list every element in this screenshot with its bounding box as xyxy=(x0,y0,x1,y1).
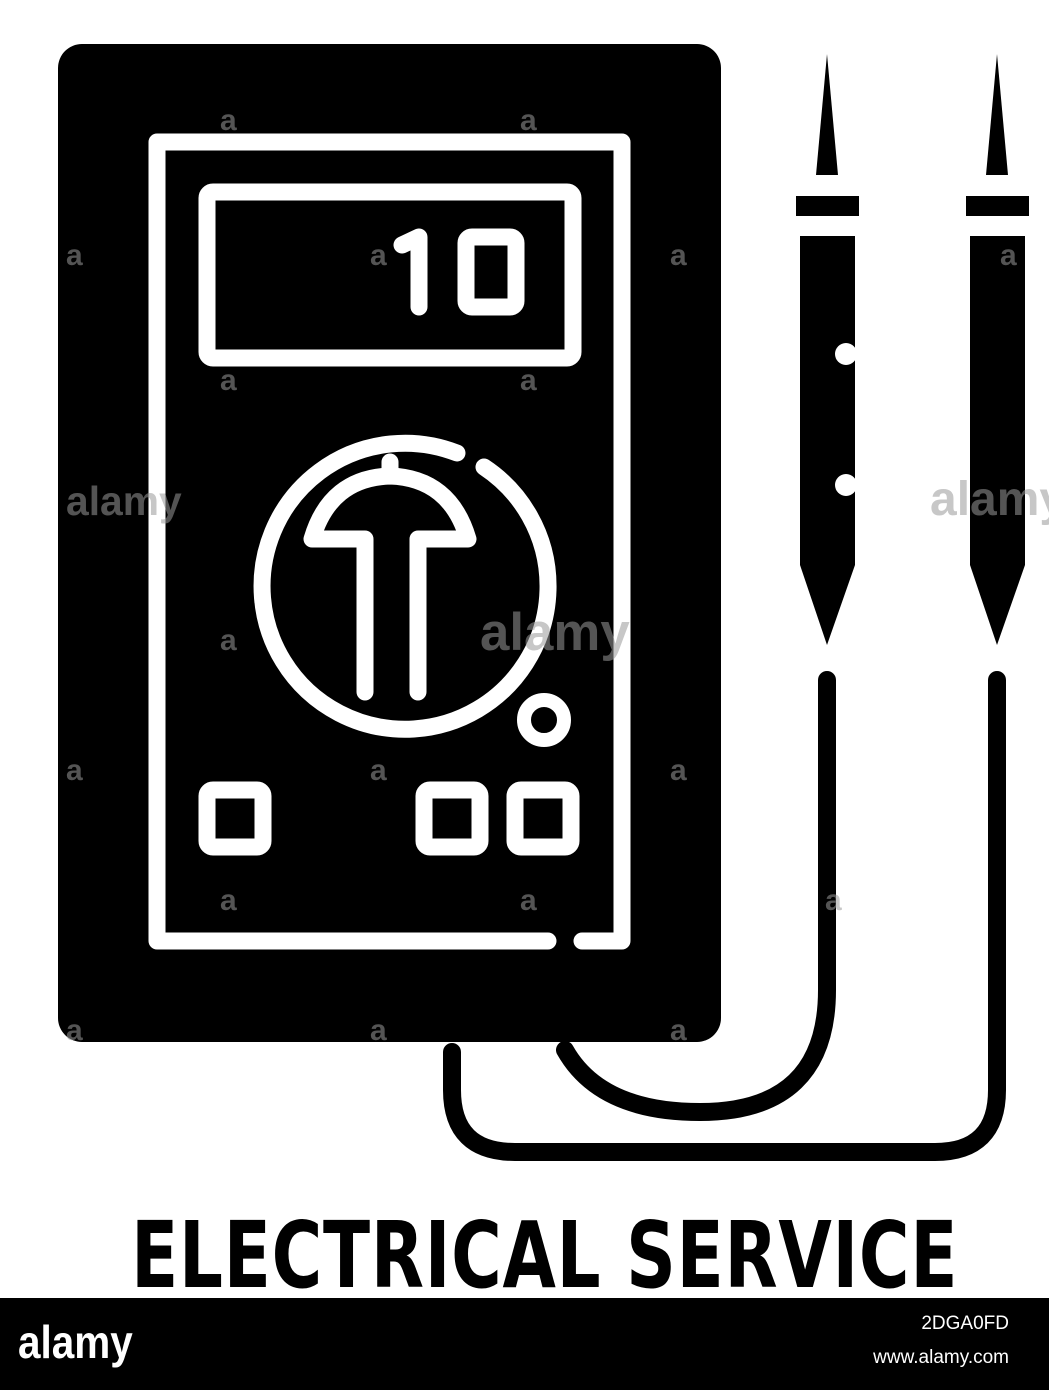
button-square-middle xyxy=(415,781,489,856)
watermark-layer: alamyalamyalamyalamyaaaaaaaaaaaaaaaaaa xyxy=(66,104,1049,1047)
footer-image-id: 2DGA0FD xyxy=(921,1313,1009,1334)
watermark-text: alamy xyxy=(66,478,182,524)
footer-url: www.alamy.com xyxy=(873,1347,1009,1368)
watermark-letter: a xyxy=(370,239,387,272)
meter-face-outline xyxy=(148,133,631,950)
probe-cable-left xyxy=(556,671,836,1122)
watermark-letter: a xyxy=(520,104,537,137)
probe-right xyxy=(966,54,1029,645)
jack-circle xyxy=(517,693,571,747)
watermark-letter: a xyxy=(520,884,537,917)
watermark-letter: a xyxy=(670,1014,687,1047)
watermark-letter: a xyxy=(66,1014,83,1047)
display-window xyxy=(198,183,582,367)
watermark-letter: a xyxy=(370,1014,387,1047)
display-digit-one xyxy=(393,228,428,316)
button-square-left xyxy=(198,781,272,856)
display-digit-zero xyxy=(457,228,525,316)
watermark-letter: a xyxy=(670,239,687,272)
watermark-text: alamy xyxy=(930,473,1049,526)
button-square-right xyxy=(506,781,580,856)
watermark-letter: a xyxy=(520,364,537,397)
probe-left xyxy=(796,54,859,645)
multimeter-icon: alamyalamyalamyalamyaaaaaaaaaaaaaaaaaa xyxy=(58,44,1049,1161)
watermark-letter: a xyxy=(220,104,237,137)
watermark-letter: a xyxy=(1000,239,1017,272)
watermark-letter: a xyxy=(66,239,83,272)
watermark-letter: a xyxy=(66,754,83,787)
watermark-letter: a xyxy=(220,624,237,657)
caption-title: ELECTRICAL SERVICE xyxy=(131,1202,959,1309)
watermark-letter: a xyxy=(370,754,387,787)
dial-ring xyxy=(253,434,557,738)
watermark-letter: a xyxy=(220,884,237,917)
watermark-letter: a xyxy=(825,884,842,917)
watermark-letter: a xyxy=(220,364,237,397)
footer-brand-logo: alamy xyxy=(18,1316,133,1368)
footer-bar: alamy 2DGA0FD www.alamy.com xyxy=(0,1298,1049,1390)
watermark-text: alamy xyxy=(480,603,630,662)
probe-cable-right xyxy=(443,671,1006,1161)
watermark-letter: a xyxy=(670,754,687,787)
